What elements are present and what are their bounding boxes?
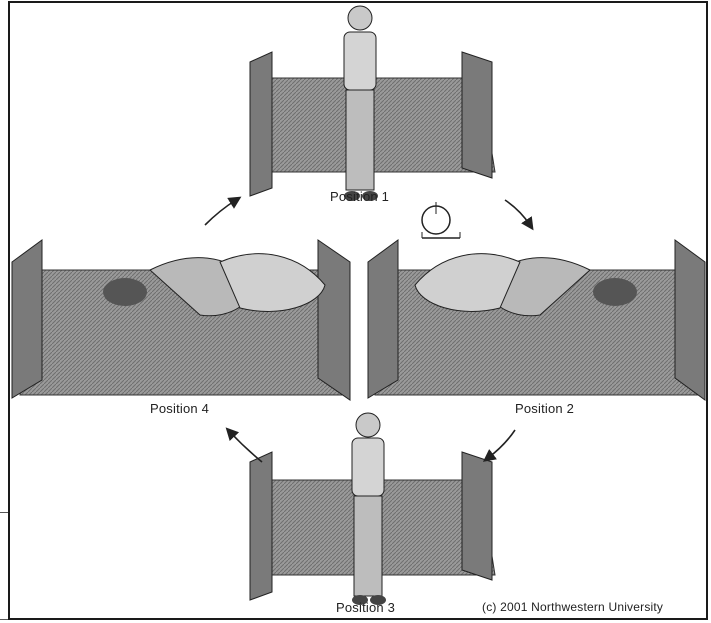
arrow-1-to-2 <box>505 200 530 225</box>
label-position-4: Position 4 <box>150 401 209 416</box>
person-sitting-1 <box>344 6 378 201</box>
head-orientation-icon <box>422 202 460 238</box>
arrow-4-to-1 <box>205 200 236 225</box>
arrow-2-to-3 <box>488 430 515 458</box>
label-position-3: Position 3 <box>336 600 395 615</box>
arrow-3-to-4 <box>230 432 262 462</box>
label-position-2: Position 2 <box>515 401 574 416</box>
person-sitting-3 <box>352 413 386 605</box>
label-position-1: Position 1 <box>330 189 389 204</box>
copyright: (c) 2001 Northwestern University <box>482 600 663 614</box>
